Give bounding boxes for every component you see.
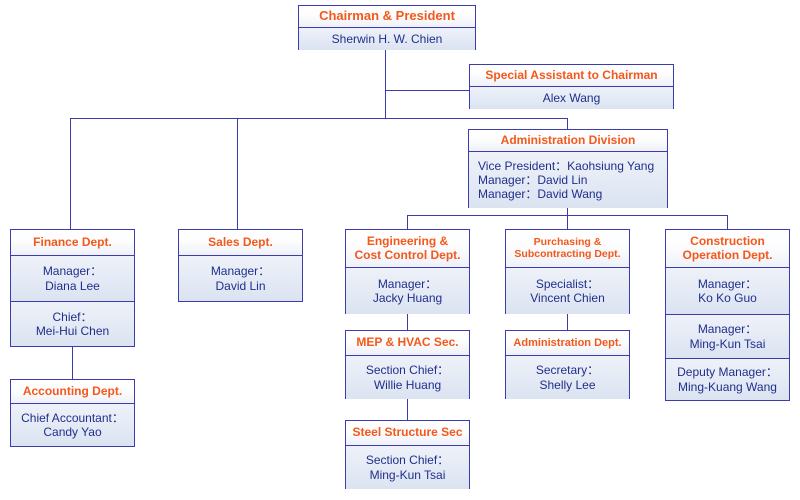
finance-manager-value: Diana Lee <box>45 278 100 293</box>
finance-chief-label: Chief： <box>52 309 93 324</box>
node-administration-division-header: Administration Division <box>469 130 667 152</box>
connector-purchasing-admindept <box>567 313 568 331</box>
connector-drop-purchasing <box>567 215 568 229</box>
admin-dept-label: Secretary： <box>535 363 600 378</box>
engineering-manager-label: Manager： <box>377 276 438 291</box>
mep-hvac-label: Section Chief： <box>365 363 450 378</box>
node-administration-dept-header: Administration Dept. <box>506 331 629 356</box>
connector-drop-sales <box>237 118 238 229</box>
purchasing-header-line-1: Purchasing & <box>533 235 602 248</box>
accounting-value: Candy Yao <box>43 425 102 439</box>
construction-deputy-label: Deputy Manager： <box>677 365 778 380</box>
connector-drop-finance <box>70 118 71 229</box>
node-steel-structure-header: Steel Structure Sec <box>346 421 469 446</box>
node-construction-deputy-manager: Deputy Manager： Ming-Kuang Wang <box>666 358 789 400</box>
construction-header-line-2: Operation Dept. <box>682 247 773 262</box>
engineering-header-line-1: Engineering & <box>366 234 449 249</box>
node-chairman-row: Sherwin H. W. Chien <box>299 28 475 50</box>
construction-header-line-1: Construction <box>690 234 765 249</box>
construction-manager-1-label: Manager： <box>697 276 758 291</box>
node-special-assistant-row: Alex Wang <box>470 87 673 109</box>
purchasing-label: Specialist： <box>535 276 600 291</box>
node-construction-dept[interactable]: Construction Operation Dept. Manager： Ko… <box>665 229 790 401</box>
finance-manager-label: Manager： <box>42 264 103 279</box>
node-purchasing-dept[interactable]: Purchasing & Subcontracting Dept. Specia… <box>505 229 630 314</box>
node-accounting-dept-header: Accounting Dept. <box>11 380 134 404</box>
node-construction-manager-1: Manager： Ko Ko Guo <box>666 268 789 314</box>
node-chairman-header: Chairman & President <box>299 6 475 28</box>
connector-drop-administration <box>567 118 568 130</box>
engineering-header-line-2: Cost Control Dept. <box>354 247 461 262</box>
node-engineering-manager: Manager： Jacky Huang <box>346 268 469 314</box>
admin-dept-value: Shelly Lee <box>539 377 596 392</box>
node-accounting-dept[interactable]: Accounting Dept. Chief Accountant： Candy… <box>10 379 135 447</box>
node-sales-manager: Manager： David Lin <box>179 256 302 301</box>
node-administration-division[interactable]: Administration Division Vice President：K… <box>468 129 668 208</box>
connector-chairman-stem <box>385 49 386 119</box>
node-purchasing-dept-header: Purchasing & Subcontracting Dept. <box>506 230 629 268</box>
connector-finance-accounting <box>72 347 73 379</box>
node-administration-dept[interactable]: Administration Dept. Secretary： Shelly L… <box>505 330 630 399</box>
node-steel-structure-sec[interactable]: Steel Structure Sec Section Chief： Ming-… <box>345 420 470 489</box>
node-accounting-chief-accountant: Chief Accountant： Candy Yao <box>11 404 134 446</box>
purchasing-value: Vincent Chien <box>530 291 605 305</box>
node-administration-dept-secretary: Secretary： Shelly Lee <box>506 356 629 399</box>
node-special-assistant[interactable]: Special Assistant to Chairman Alex Wang <box>469 64 674 109</box>
connector-engineering-mep <box>407 313 408 331</box>
admin-div-line-3: Manager：David Wang <box>478 187 603 202</box>
sales-manager-label: Manager： <box>210 264 271 279</box>
node-mep-hvac-header: MEP & HVAC Sec. <box>346 331 469 356</box>
node-construction-dept-header: Construction Operation Dept. <box>666 230 789 268</box>
node-mep-hvac-section-chief: Section Chief： Willie Huang <box>346 356 469 399</box>
accounting-label: Chief Accountant： <box>21 410 124 425</box>
node-finance-dept-header: Finance Dept. <box>11 230 134 256</box>
node-special-assistant-header: Special Assistant to Chairman <box>470 65 673 87</box>
node-sales-dept-header: Sales Dept. <box>179 230 302 256</box>
node-construction-manager-2: Manager： Ming-Kun Tsai <box>666 314 789 358</box>
construction-manager-2-value: Ming-Kun Tsai <box>689 336 766 351</box>
connector-special-assistant <box>385 90 470 91</box>
admin-div-line-1: Vice President：Kaohsiung Yang <box>478 158 655 173</box>
connector-mep-steel <box>407 398 408 420</box>
engineering-manager-value: Jacky Huang <box>372 291 443 305</box>
node-sales-dept[interactable]: Sales Dept. Manager： David Lin <box>178 229 303 302</box>
construction-deputy-value: Ming-Kuang Wang <box>678 379 777 394</box>
node-administration-division-body: Vice President：Kaohsiung Yang Manager：Da… <box>469 152 667 208</box>
node-mep-hvac-sec[interactable]: MEP & HVAC Sec. Section Chief： Willie Hu… <box>345 330 470 399</box>
node-chairman[interactable]: Chairman & President Sherwin H. W. Chien <box>298 5 476 50</box>
node-finance-dept[interactable]: Finance Dept. Manager： Diana Lee Chief： … <box>10 229 135 347</box>
construction-manager-1-value: Ko Ko Guo <box>698 291 757 305</box>
sales-manager-value: David Lin <box>215 278 266 293</box>
node-engineering-dept-header: Engineering & Cost Control Dept. <box>346 230 469 268</box>
node-purchasing-specialist: Specialist： Vincent Chien <box>506 268 629 314</box>
node-finance-chief: Chief： Mei-Hui Chen <box>11 301 134 346</box>
connector-drop-engineering <box>407 215 408 229</box>
node-finance-manager: Manager： Diana Lee <box>11 256 134 301</box>
construction-manager-2-label: Manager： <box>697 322 758 337</box>
purchasing-header-line-2: Subcontracting Dept. <box>514 247 621 260</box>
connector-drop-construction <box>727 215 728 229</box>
admin-div-line-2: Manager：David Lin <box>478 172 588 187</box>
connector-main-bus <box>70 118 567 119</box>
steel-structure-label: Section Chief： <box>365 453 450 468</box>
node-engineering-dept[interactable]: Engineering & Cost Control Dept. Manager… <box>345 229 470 314</box>
mep-hvac-value: Willie Huang <box>373 377 442 392</box>
node-steel-structure-section-chief: Section Chief： Ming-Kun Tsai <box>346 446 469 489</box>
finance-chief-value: Mei-Hui Chen <box>35 324 110 338</box>
steel-structure-value: Ming-Kun Tsai <box>369 467 446 482</box>
